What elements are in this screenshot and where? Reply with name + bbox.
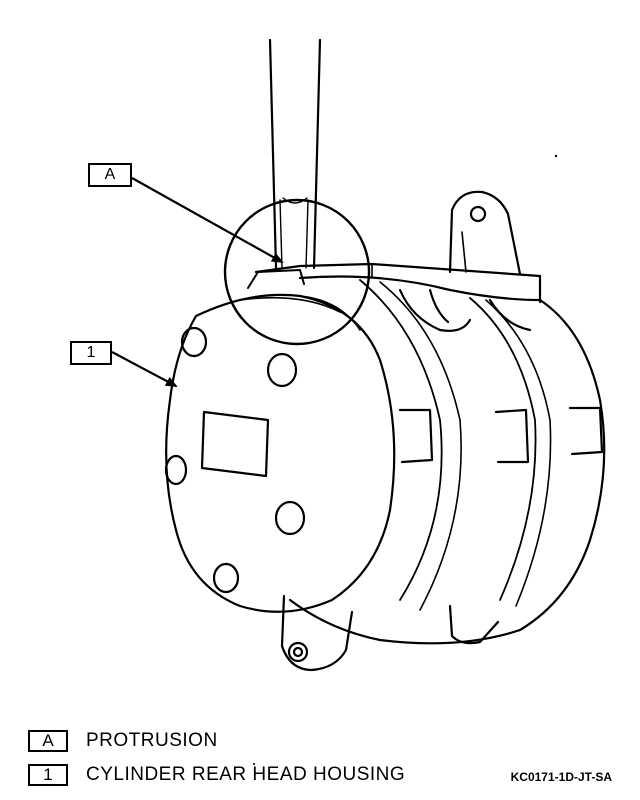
- figure-id: KC0171-1D-JT-SA: [510, 770, 612, 784]
- upper-mounting-bracket: [448, 190, 522, 276]
- legend-key: A: [28, 730, 68, 752]
- stray-mark: [554, 154, 558, 158]
- detail-circle: [223, 198, 371, 346]
- legend-key: 1: [28, 764, 68, 786]
- callout-a-leader: [131, 177, 284, 263]
- callout-1-leader: [111, 351, 178, 387]
- stray-mark: [253, 763, 255, 765]
- compressor-body: [254, 262, 606, 645]
- tool-shaft: [268, 38, 322, 270]
- callout-1-box: 1: [70, 341, 112, 365]
- legend-row-1: 1 CYLINDER REAR HEAD HOUSING: [28, 762, 405, 788]
- legend-text: PROTRUSION: [86, 730, 218, 751]
- callout-a-box: A: [88, 163, 132, 187]
- rear-head-housing: [164, 269, 396, 613]
- legend-text: CYLINDER REAR HEAD HOUSING: [86, 764, 406, 785]
- lower-mounting-bracket: [280, 594, 500, 672]
- legend-row-a: A PROTRUSION: [28, 728, 218, 754]
